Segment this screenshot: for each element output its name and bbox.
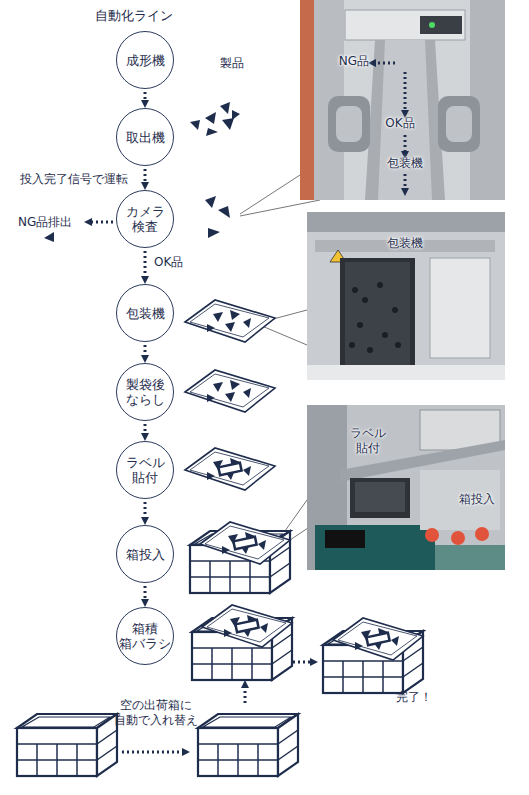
product-icons (190, 102, 240, 136)
photo-inspection (300, 0, 505, 200)
crate-icons (17, 522, 423, 776)
process-circle: 成形機 (116, 31, 174, 89)
dotted-arrow (144, 92, 147, 104)
process-circle: 箱積 箱バラシ (116, 607, 174, 665)
annotation: 製品 (220, 56, 260, 71)
photo-label: 包装機 (380, 236, 430, 251)
node-text: 成形機 (126, 53, 165, 68)
dotted-arrow (144, 586, 147, 603)
photo-label: 箱投入 (452, 492, 502, 507)
photo-label: NG品 (334, 54, 374, 69)
photo-label: ラベル 貼付 (346, 426, 390, 456)
dotted-arrow (144, 502, 147, 521)
photo-label: 包装機 (380, 156, 430, 171)
node-text: 箱投入 (126, 547, 165, 562)
bag-icons (185, 300, 275, 490)
dotted-arrow (144, 424, 147, 437)
node-text: 包装機 (126, 306, 165, 321)
photo-label: OK品 (380, 116, 420, 131)
photo-label-boxing (307, 405, 505, 570)
annotation: 空の出荷箱に 自動で入れ替え (96, 698, 216, 728)
process-circle: ラベル 貼付 (116, 441, 174, 499)
node-text: 箱積 箱バラシ (117, 621, 173, 651)
dotted-arrow (144, 345, 147, 359)
annotation: 完了！ (396, 690, 456, 705)
process-circle: 取出機 (116, 108, 174, 166)
ng-product (44, 232, 54, 242)
diagram-title: 自動化ライン (95, 8, 173, 25)
process-circle: 箱投入 (116, 525, 174, 583)
annotation: NG品排出 (18, 215, 98, 230)
ng-arrow (88, 221, 113, 224)
node-text: カメラ 検査 (117, 204, 173, 234)
node-text: 取出機 (126, 130, 165, 145)
node-text: 製袋後 ならし (117, 377, 173, 407)
dotted-arrow (144, 251, 147, 280)
photo-packing (307, 212, 505, 380)
edge-label: 投入完了信号で運転 (20, 172, 128, 187)
product-icons (205, 196, 230, 238)
process-circle: カメラ 検査 (116, 190, 174, 248)
process-circle: 包装機 (116, 284, 174, 342)
edge-label: OK品 (154, 255, 183, 270)
node-text: ラベル 貼付 (117, 455, 173, 485)
process-circle: 製袋後 ならし (116, 363, 174, 421)
dotted-arrow (144, 169, 147, 186)
